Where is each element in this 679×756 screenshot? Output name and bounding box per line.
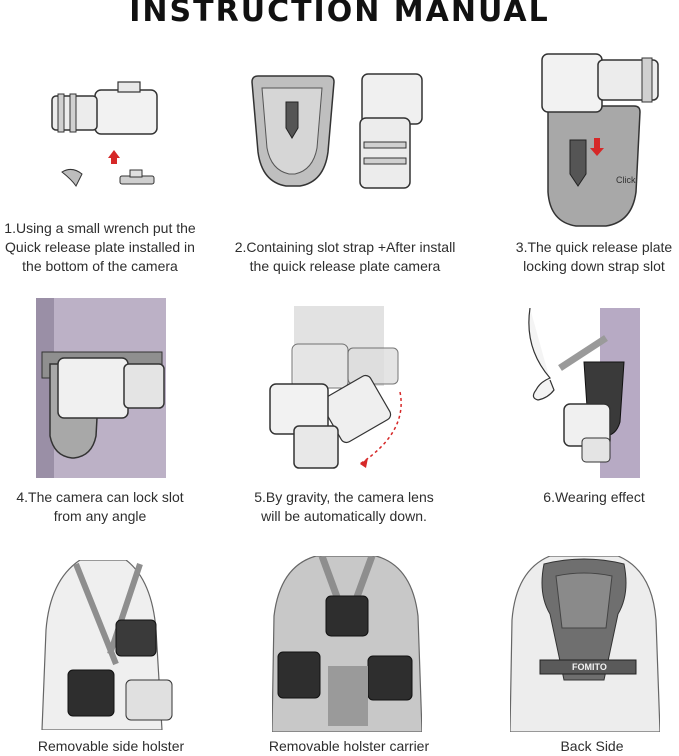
click-label: Click — [616, 175, 636, 185]
holster-plate — [547, 105, 641, 227]
camera-icon — [541, 53, 603, 113]
rotation-arrow — [359, 391, 402, 465]
camera-icon — [57, 357, 129, 419]
step-4-caption: 4.The camera can lock slot from any angl… — [16, 489, 184, 524]
step-3-caption: 3.The quick release plate locking down s… — [515, 239, 673, 274]
step-8-illustration — [272, 556, 422, 732]
page-title: INSTRUCTION MANUAL — [129, 0, 550, 29]
step-2-illustration — [244, 62, 444, 202]
step-8-caption: Removable holster carrier — [268, 738, 430, 754]
step-1-caption: 1.Using a small wrench put the Quick rel… — [4, 220, 196, 274]
step-5-illustration — [266, 306, 416, 476]
camera-icon — [325, 595, 369, 637]
step-9-caption: Back Side — [560, 738, 624, 754]
step-7-caption: Removable side holster — [37, 738, 185, 754]
fomito-logo: FOMITO — [572, 662, 607, 672]
step-3-illustration: Click — [530, 40, 670, 230]
step-6-caption: 6.Wearing effect — [543, 489, 645, 505]
camera-icon — [51, 81, 158, 187]
step-5-caption: 5.By gravity, the camera lens will be au… — [254, 489, 434, 524]
camera-icon — [115, 619, 157, 657]
step-4-illustration — [36, 298, 166, 478]
step-7-illustration — [40, 560, 180, 730]
step-1-illustration — [40, 72, 170, 202]
step-2-caption: 2.Containing slot strap +After install t… — [234, 239, 456, 274]
step-9-illustration: FOMITO — [510, 556, 660, 732]
step-6-illustration — [520, 308, 640, 478]
camera-icon — [361, 73, 423, 125]
